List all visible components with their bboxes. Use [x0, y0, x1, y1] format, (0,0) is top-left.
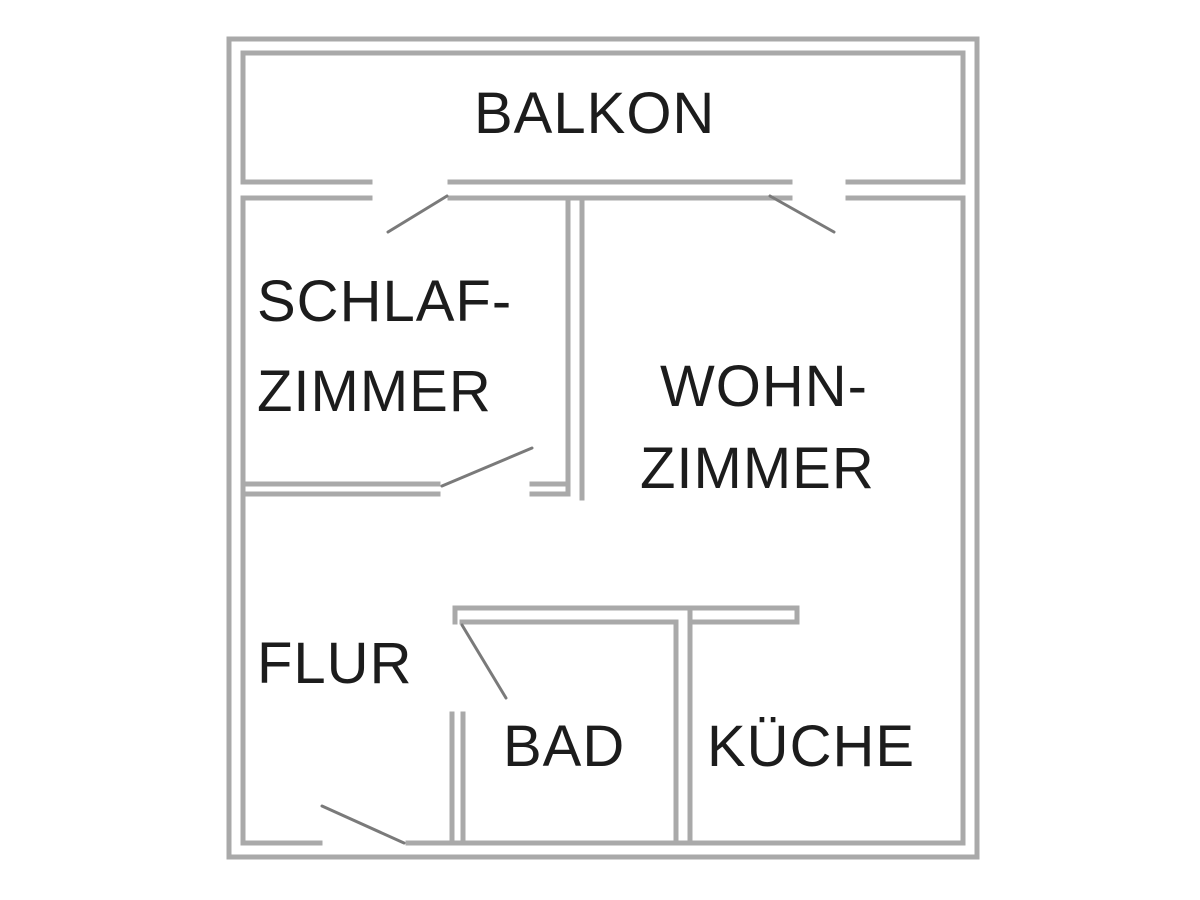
balkon-label: BALKON	[474, 81, 716, 146]
bad-door	[460, 623, 508, 700]
schlafzimmer-balcony-door	[386, 194, 449, 234]
bedroom-livingroom-wall	[565, 195, 585, 501]
wohnzimmer-label-line1: WOHN-	[660, 354, 868, 419]
bad-label: BAD	[503, 714, 626, 779]
kueche-label: KÜCHE	[707, 714, 916, 779]
schlafzimmer-label-line2: ZIMMER	[257, 359, 492, 424]
schlafzimmer-label-line1: SCHLAF-	[257, 269, 513, 334]
entrance-door	[320, 804, 406, 845]
outer-wall	[226, 36, 980, 860]
bad-kueche-walls	[240, 605, 966, 846]
schlafzimmer-door	[440, 446, 534, 488]
flur-label: FLUR	[257, 631, 413, 696]
wohnzimmer-label-line2: ZIMMER	[640, 436, 875, 501]
bedroom-bottom-wall	[240, 481, 571, 497]
wohnzimmer-balcony-door	[768, 194, 836, 234]
balkon-divider-wall	[240, 179, 966, 846]
